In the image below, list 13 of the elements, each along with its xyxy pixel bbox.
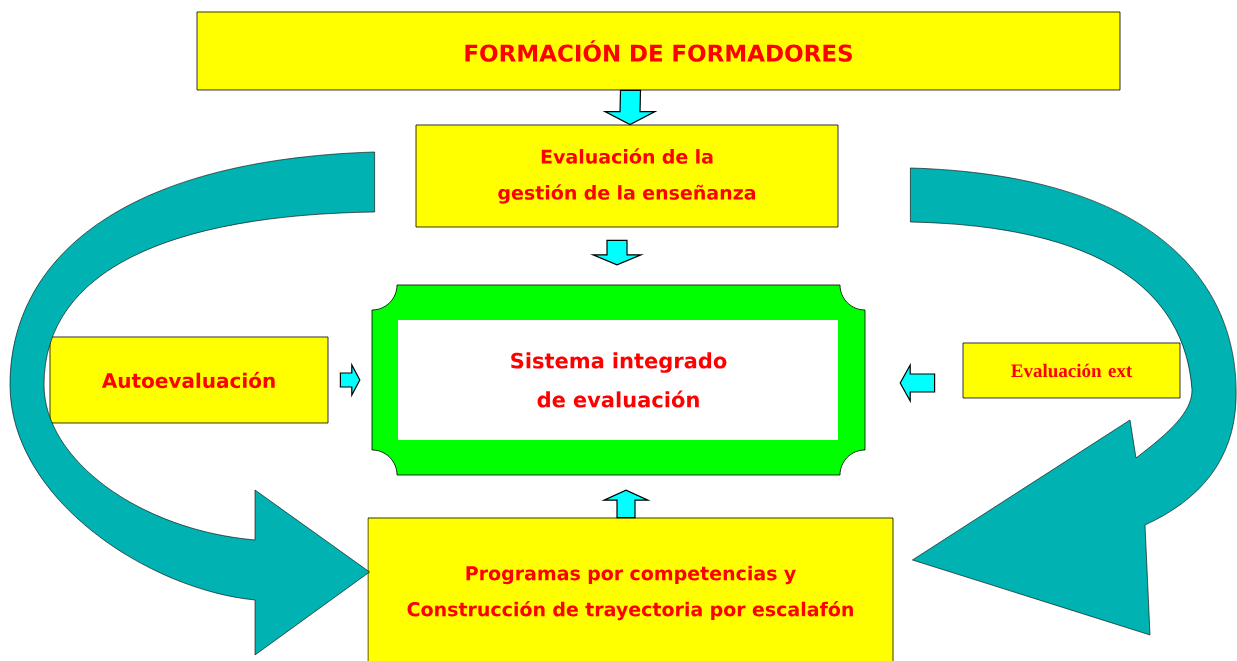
process-box: Programas por competencias y Construcción de trayectoria por escalafón [367,517,894,661]
curved-arrow [9,151,375,656]
process-box: Evaluación ext [962,342,1181,399]
block-arrow [339,362,361,398]
process-box: FORMACIÓN DE FORMADORES [196,11,1121,91]
block-arrow [590,239,644,266]
block-arrow [899,362,936,404]
block-arrow [601,489,651,519]
block-arrow [602,89,658,126]
process-box: Autoevaluación [49,336,329,424]
process-box: Evaluación de la gestión de la enseñanza [415,124,839,228]
curved-arrow [910,167,1237,636]
frame-box: Sistema integrado de evaluación [371,284,866,476]
